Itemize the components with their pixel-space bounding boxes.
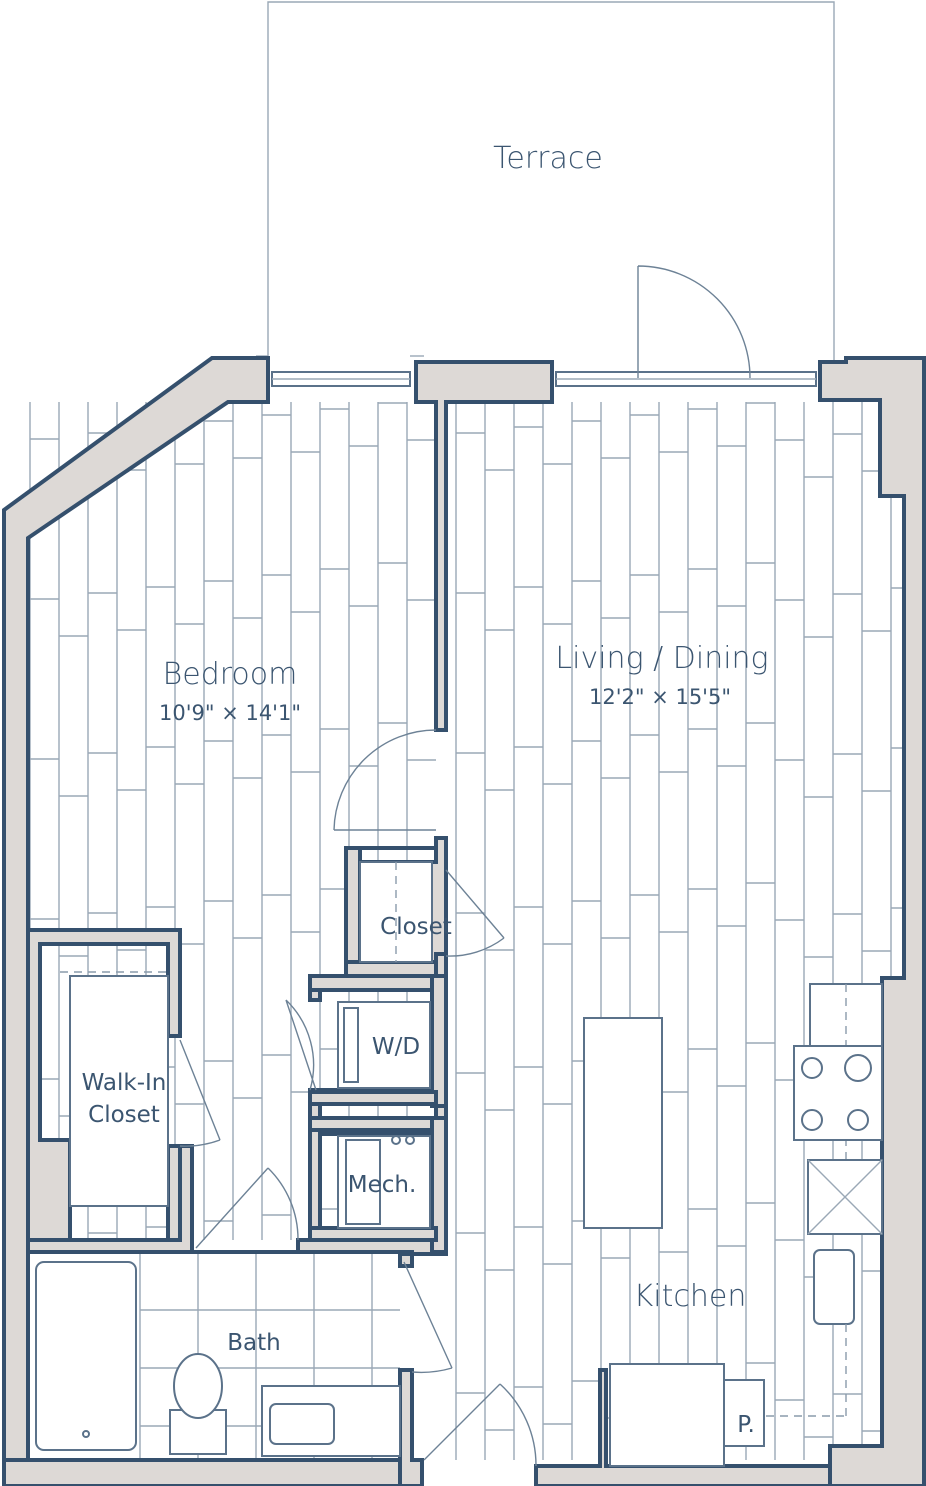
bedroom-label: Bedroom (163, 657, 298, 692)
windows (271, 371, 817, 387)
bedroom-dimensions: 10'9" × 14'1" (159, 701, 301, 725)
terrace-area (256, 1, 835, 362)
washer-dryer-label: W/D (372, 1034, 420, 1060)
utility-fixtures (337, 1001, 431, 1229)
exterior-walls (1, 356, 926, 1486)
bath-fixtures (35, 1261, 401, 1457)
living-dining-label: Living / Dining (555, 641, 768, 676)
living-floor (455, 402, 920, 1460)
walk-in-closet-label-line1: Walk-In (82, 1070, 167, 1096)
kitchen-island (583, 1017, 663, 1229)
door-swings (179, 265, 751, 1467)
living-dining-dimensions: 12'2" × 15'5" (589, 685, 731, 709)
terrace-label: Terrace (493, 141, 603, 176)
closet-rods (60, 861, 433, 1207)
pantry-label: P. (737, 1412, 755, 1438)
room-labels: Terrace Bedroom 10'9" × 14'1" Living / D… (82, 141, 769, 1438)
kitchen-fixtures (583, 983, 883, 1467)
kitchen-label: Kitchen (634, 1279, 747, 1314)
closet-label: Closet (380, 914, 452, 940)
walk-in-closet-label-line2: Closet (88, 1102, 160, 1128)
bath-label: Bath (227, 1330, 280, 1356)
mech-label: Mech. (348, 1172, 417, 1198)
